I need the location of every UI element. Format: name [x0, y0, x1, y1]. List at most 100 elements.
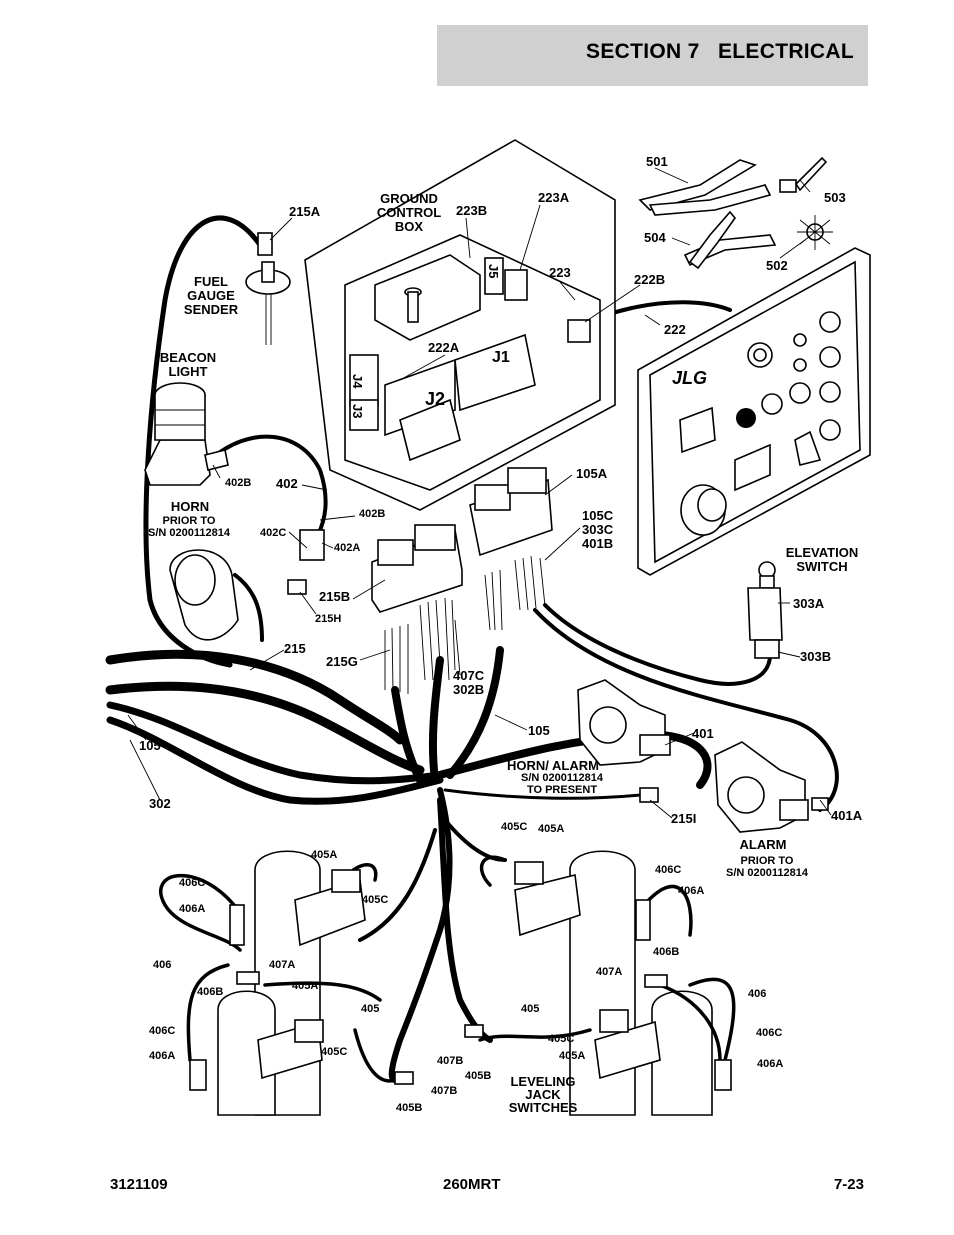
- elevation-switch: [747, 561, 783, 659]
- wire-stripper-504: [683, 210, 777, 270]
- beacon-light-label-1: BEACON: [160, 350, 216, 365]
- fuel-sender-cable: [143, 215, 263, 668]
- callout-labels: 215A 223B 223A 223 222B 222 222A 501 503…: [139, 154, 863, 1114]
- ground-control-box-label-3: BOX: [395, 219, 424, 234]
- callout-405a-3: 405A: [292, 980, 318, 992]
- horn-label: HORN: [171, 499, 209, 514]
- connector-j4-label: J4: [350, 374, 365, 389]
- callout-407a-2: 407A: [596, 966, 622, 978]
- footer-page-number: 7-23: [833, 1176, 864, 1193]
- horn-prior-label-2: S/N 0200112814: [148, 527, 231, 539]
- alarm-prior-label-1: PRIOR TO: [741, 855, 794, 867]
- callout-405c-3: 405C: [321, 1046, 347, 1058]
- callout-405c-1: 405C: [501, 821, 527, 833]
- callout-405a-2: 405A: [311, 849, 337, 861]
- callout-222: 222: [664, 322, 686, 337]
- callout-402c: 402C: [260, 527, 286, 539]
- callout-401a: 401A: [831, 808, 863, 823]
- connector-j2-label: J2: [425, 389, 445, 409]
- beacon-light: [144, 382, 229, 486]
- horn-alarm-sn-label-1: S/N 0200112814: [521, 772, 604, 784]
- callout-406a-4: 406A: [757, 1058, 783, 1070]
- callout-405b-2: 405B: [465, 1070, 491, 1082]
- fuel-gauge-sender: [245, 232, 291, 345]
- beacon-cable: [208, 434, 328, 537]
- callout-302b: 302B: [453, 682, 484, 697]
- callout-401b: 401B: [582, 536, 613, 551]
- callout-223: 223: [549, 265, 571, 280]
- alarm-cable: [533, 608, 839, 812]
- callout-406c-3: 406C: [149, 1025, 175, 1037]
- horn-alarm-sn-label-2: TO PRESENT: [527, 784, 597, 796]
- connector-402: [287, 529, 325, 595]
- alarm: [714, 741, 829, 833]
- callout-105-right: 105: [528, 723, 550, 738]
- footer-doc-number: 3121109: [110, 1176, 168, 1193]
- callout-105-left: 105: [139, 738, 161, 753]
- callout-406b-1: 406B: [197, 986, 223, 998]
- callout-215b: 215B: [319, 589, 350, 604]
- callout-105c: 105C: [582, 508, 614, 523]
- callout-501: 501: [646, 154, 668, 169]
- elevation-switch-cable: [543, 603, 772, 686]
- connector-j5-label: J5: [486, 264, 501, 278]
- callout-222a: 222A: [428, 340, 460, 355]
- callout-405c-4: 405C: [548, 1033, 574, 1045]
- connector-j3-label: J3: [350, 404, 365, 418]
- callout-502: 502: [766, 258, 788, 273]
- callout-215: 215: [284, 641, 306, 656]
- callout-406a-1: 406A: [179, 903, 205, 915]
- crimping-pliers-501: [638, 159, 772, 216]
- callout-303a: 303A: [793, 596, 825, 611]
- callout-402b-top: 402B: [225, 477, 251, 489]
- callout-406a-3: 406A: [149, 1050, 175, 1062]
- callout-402: 402: [276, 476, 298, 491]
- control-panel: [637, 247, 871, 576]
- horn-alarm: [577, 679, 671, 803]
- horn-prior-label-1: PRIOR TO: [163, 515, 216, 527]
- callout-402a: 402A: [334, 542, 360, 554]
- callout-303b: 303B: [800, 649, 831, 664]
- component-labels: FUEL GAUGE SENDER BEACON LIGHT HORN PRIO…: [148, 191, 858, 1115]
- callout-401: 401: [692, 726, 714, 741]
- elevation-switch-label-2: SWITCH: [796, 559, 847, 574]
- callout-406c-1: 406C: [179, 877, 205, 889]
- callout-215g: 215G: [326, 654, 358, 669]
- terminal-pins: [384, 555, 546, 694]
- fuel-gauge-sender-label-2: GAUGE: [187, 288, 235, 303]
- extraction-tool-503: [779, 156, 828, 193]
- leveling-jack-switches-label-1: LEVELING: [510, 1074, 575, 1089]
- callout-215h: 215H: [315, 613, 341, 625]
- callout-407b-2: 407B: [437, 1055, 463, 1067]
- callout-407c: 407C: [453, 668, 485, 683]
- callout-406a-2: 406A: [678, 885, 704, 897]
- fuel-gauge-sender-label-3: SENDER: [184, 302, 239, 317]
- callout-406c-4: 406C: [756, 1027, 782, 1039]
- leveling-jack-switches-label-3: SWITCHES: [509, 1100, 578, 1115]
- callout-407a-1: 407A: [269, 959, 295, 971]
- callout-215a: 215A: [289, 204, 321, 219]
- section-header: SECTION 7 ELECTRICAL: [437, 25, 868, 86]
- callout-504: 504: [644, 230, 666, 245]
- connector-105a: [469, 467, 553, 557]
- connector-j1-label: J1: [492, 349, 510, 366]
- callout-405-1: 405: [361, 1003, 379, 1015]
- alarm-prior-label-2: S/N 0200112814: [726, 867, 809, 879]
- callout-405c-2: 405C: [362, 894, 388, 906]
- horn: [169, 549, 239, 641]
- callout-302: 302: [149, 796, 171, 811]
- callout-215i: 215I: [671, 811, 696, 826]
- jlg-logo-text: JLG: [672, 368, 707, 388]
- callout-406-1: 406: [153, 959, 171, 971]
- ground-control-box: [304, 139, 616, 511]
- connector-215b: [371, 524, 463, 613]
- callout-406-2: 406: [748, 988, 766, 1000]
- horn-alarm-label: HORN/ ALARM: [507, 758, 599, 773]
- leveling-jack-switches: [159, 855, 736, 1091]
- callout-222b: 222B: [634, 272, 665, 287]
- callout-406c-2: 406C: [655, 864, 681, 876]
- callout-503: 503: [824, 190, 846, 205]
- footer-model: 260MRT: [443, 1176, 501, 1193]
- elevation-switch-label-1: ELEVATION: [786, 545, 858, 560]
